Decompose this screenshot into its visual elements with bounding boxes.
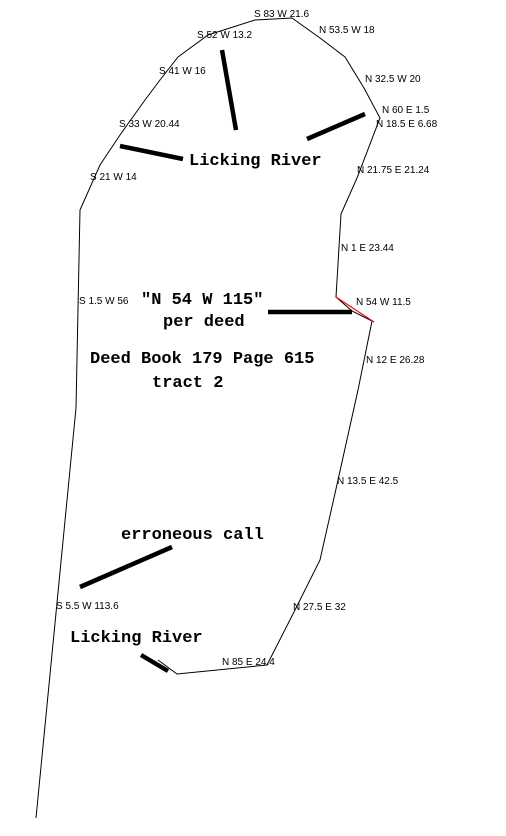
call-n325w20: N 32.5 W 20 [365,74,421,85]
call-n535w18: N 53.5 W 18 [319,25,375,36]
pointer-erroneous [79,544,173,590]
call-n185e668: N 18.5 E 6.68 [376,119,438,130]
call-n85e244: N 85 E 24.4 [222,657,275,668]
call-s83w216: S 83 W 21.6 [254,9,309,20]
call-n2175e2124: N 21.75 E 21.24 [357,165,430,176]
call-s55w1136: S 5.5 W 113.6 [56,601,119,612]
label-tract: tract 2 [152,374,223,393]
label-deed-call: "N 54 W 115" [141,291,263,310]
label-deed-reference: Deed Book 179 Page 615 [90,350,314,369]
label-licking-river-top: Licking River [189,152,322,171]
call-s21w14: S 21 W 14 [90,172,137,183]
label-erroneous-call: erroneous call [121,526,264,545]
call-s33w2044: S 33 W 20.44 [119,119,180,130]
call-n275e32: N 27.5 E 32 [293,602,346,613]
call-n1e2344: N 1 E 23.44 [341,243,394,254]
call-s52w132: S 52 W 13.2 [197,30,252,41]
call-n12e2628: N 12 E 26.28 [366,355,425,366]
label-licking-river-bottom: Licking River [70,629,203,648]
pointer-s52w132 [219,49,239,131]
erroneous-segment [335,296,375,323]
call-n54w115: N 54 W 11.5 [356,297,411,308]
pointer-river-left [119,143,184,162]
call-s15w56: S 1.5 W 56 [79,296,129,307]
tract-boundary [35,17,381,819]
pointer-river-right [306,111,366,142]
call-s41w16: S 41 W 16 [159,66,206,77]
call-n135e425: N 13.5 E 42.5 [337,476,399,487]
label-per-deed: per deed [163,313,245,332]
pointer-river-bottom [139,653,170,673]
call-n60e15: N 60 E 1.5 [382,105,430,116]
